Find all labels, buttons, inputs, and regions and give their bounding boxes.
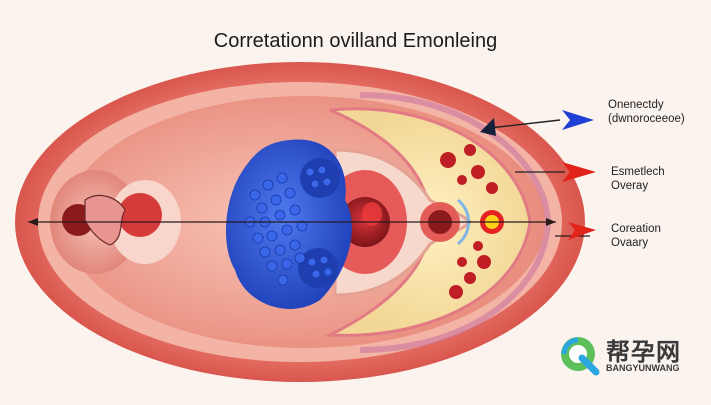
- q-logo-icon: [561, 337, 600, 376]
- arrow-blue-icon: [562, 110, 594, 130]
- label-mid: Esmetlech Overay: [611, 165, 665, 193]
- label-bottom-line1: Coreation: [611, 223, 661, 235]
- diagram-title: Corretationn ovilland Emonleing: [213, 30, 498, 52]
- pointer-head-top: [480, 118, 496, 136]
- watermark-cn: 帮孕网: [606, 338, 681, 366]
- label-top: Onenectdy (dwnoroceeoe): [608, 98, 685, 126]
- left-tissue: [84, 195, 126, 246]
- label-mid-line2: Overay: [611, 180, 649, 192]
- blue-dots: [244, 165, 333, 286]
- label-top-line2: (dwnoroceeoe): [608, 113, 685, 125]
- arrow-red-mid-icon: [562, 162, 596, 182]
- label-bottom-line2: Ovaary: [611, 237, 649, 249]
- right-follicles: [440, 144, 498, 299]
- blue-sub-cluster-bottom: [298, 248, 338, 288]
- label-bottom: Coreation Ovaary: [611, 222, 661, 250]
- watermark-en: BANGYUNWANG: [606, 363, 680, 373]
- watermark: 帮孕网 BANGYUNWANG: [558, 330, 708, 380]
- label-top-line1: Onenectdy: [608, 99, 664, 111]
- blue-sub-cluster-top: [300, 158, 340, 198]
- pointer-line-top: [489, 119, 561, 129]
- arrow-red-bottom-icon: [568, 222, 596, 240]
- label-mid-line1: Esmetlech: [611, 166, 665, 178]
